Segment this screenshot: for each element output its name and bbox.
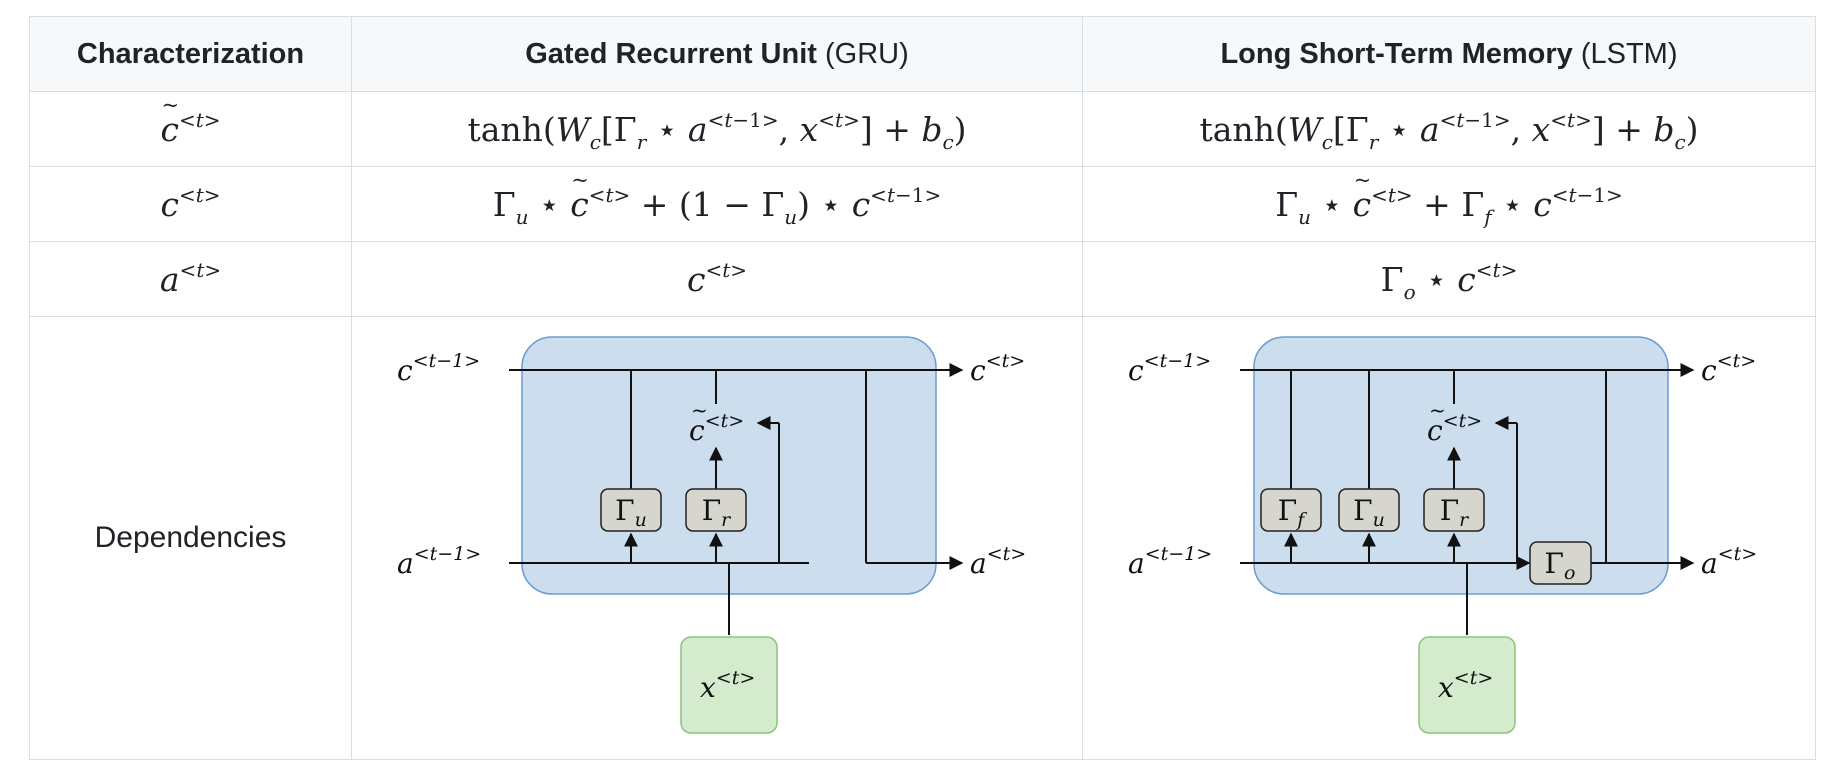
svg-text:~: ~ (1429, 398, 1446, 422)
gru-gate-reset: Γr (685, 488, 747, 532)
gru-input-box (680, 636, 778, 734)
lstm-gate-output: Γo (1529, 541, 1592, 585)
lstm-activation-formula: Γo ⋆ c<t> (1082, 241, 1816, 317)
lstm-cell-formula: Γu ⋆ c<t> + Γf ⋆ c<t−1> (1082, 166, 1816, 242)
svg-text:Γu: Γu (615, 494, 647, 531)
row-candidate: c<t> tanh(Wc[Γr ⋆ a<t−1>, x<t>] + bc) ta… (29, 91, 1816, 167)
gru-cell-box (521, 336, 937, 595)
row-cell: c<t> Γu ⋆ c<t> + (1 − Γu) ⋆ c<t−1> Γu ⋆ … (29, 166, 1816, 242)
header-gru: Gated Recurrent Unit (GRU) (351, 16, 1083, 92)
comparison-table: Characterization Gated Recurrent Unit (G… (29, 16, 1816, 760)
lstm-a-prev-label: a<t−1> (1128, 543, 1212, 580)
lstm-diagram: Γf Γu Γr Γo x<t> c<t−1> (1128, 336, 1757, 734)
gru-activation-formula: c<t> (351, 241, 1083, 317)
lstm-gate-forget: Γf (1260, 488, 1322, 532)
header-characterization: Characterization (29, 16, 352, 92)
gru-gate-update: Γu (600, 488, 662, 532)
svg-text:~: ~ (691, 398, 708, 422)
gru-c-next-label: c<t> (970, 350, 1025, 387)
row-activation: a<t> c<t> Γo ⋆ c<t> (29, 241, 1816, 317)
lstm-c-next-label: c<t> (1701, 350, 1756, 387)
lstm-input-box (1418, 636, 1516, 734)
row-dependencies: Dependencies (29, 316, 1816, 760)
gru-a-next-label: a<t> (970, 543, 1026, 580)
lstm-a-next-label: a<t> (1701, 543, 1757, 580)
gru-cell-formula: Γu ⋆ c<t> + (1 − Γu) ⋆ c<t−1> (351, 166, 1083, 242)
lstm-candidate-formula: tanh(Wc[Γr ⋆ a<t−1>, x<t>] + bc) (1082, 91, 1816, 167)
gru-candidate-formula: tanh(Wc[Γr ⋆ a<t−1>, x<t>] + bc) (351, 91, 1083, 167)
gru-c-prev-label: c<t−1> (397, 350, 480, 387)
label-dependencies: Dependencies (29, 316, 352, 760)
label-cell: c<t> (29, 166, 352, 242)
gru-diagram: Γu Γr x<t> c<t−1> c<t> a<t−1> a<t> c<t> … (397, 336, 1026, 734)
lstm-diagram-cell: Γf Γu Γr Γo x<t> c<t−1> (1082, 316, 1816, 760)
lstm-gate-update: Γu (1338, 488, 1400, 532)
lstm-c-prev-label: c<t−1> (1128, 350, 1211, 387)
lstm-gate-reset: Γr (1423, 488, 1485, 532)
gru-diagram-cell: Γu Γr x<t> c<t−1> c<t> a<t−1> a<t> c<t> … (351, 316, 1083, 760)
label-activation: a<t> (29, 241, 352, 317)
svg-text:Γr: Γr (1440, 494, 1470, 531)
header-lstm: Long Short-Term Memory (LSTM) (1082, 16, 1816, 92)
gru-a-prev-label: a<t−1> (397, 543, 481, 580)
label-candidate: c<t> (29, 91, 352, 167)
header-row: Characterization Gated Recurrent Unit (G… (29, 16, 1816, 92)
